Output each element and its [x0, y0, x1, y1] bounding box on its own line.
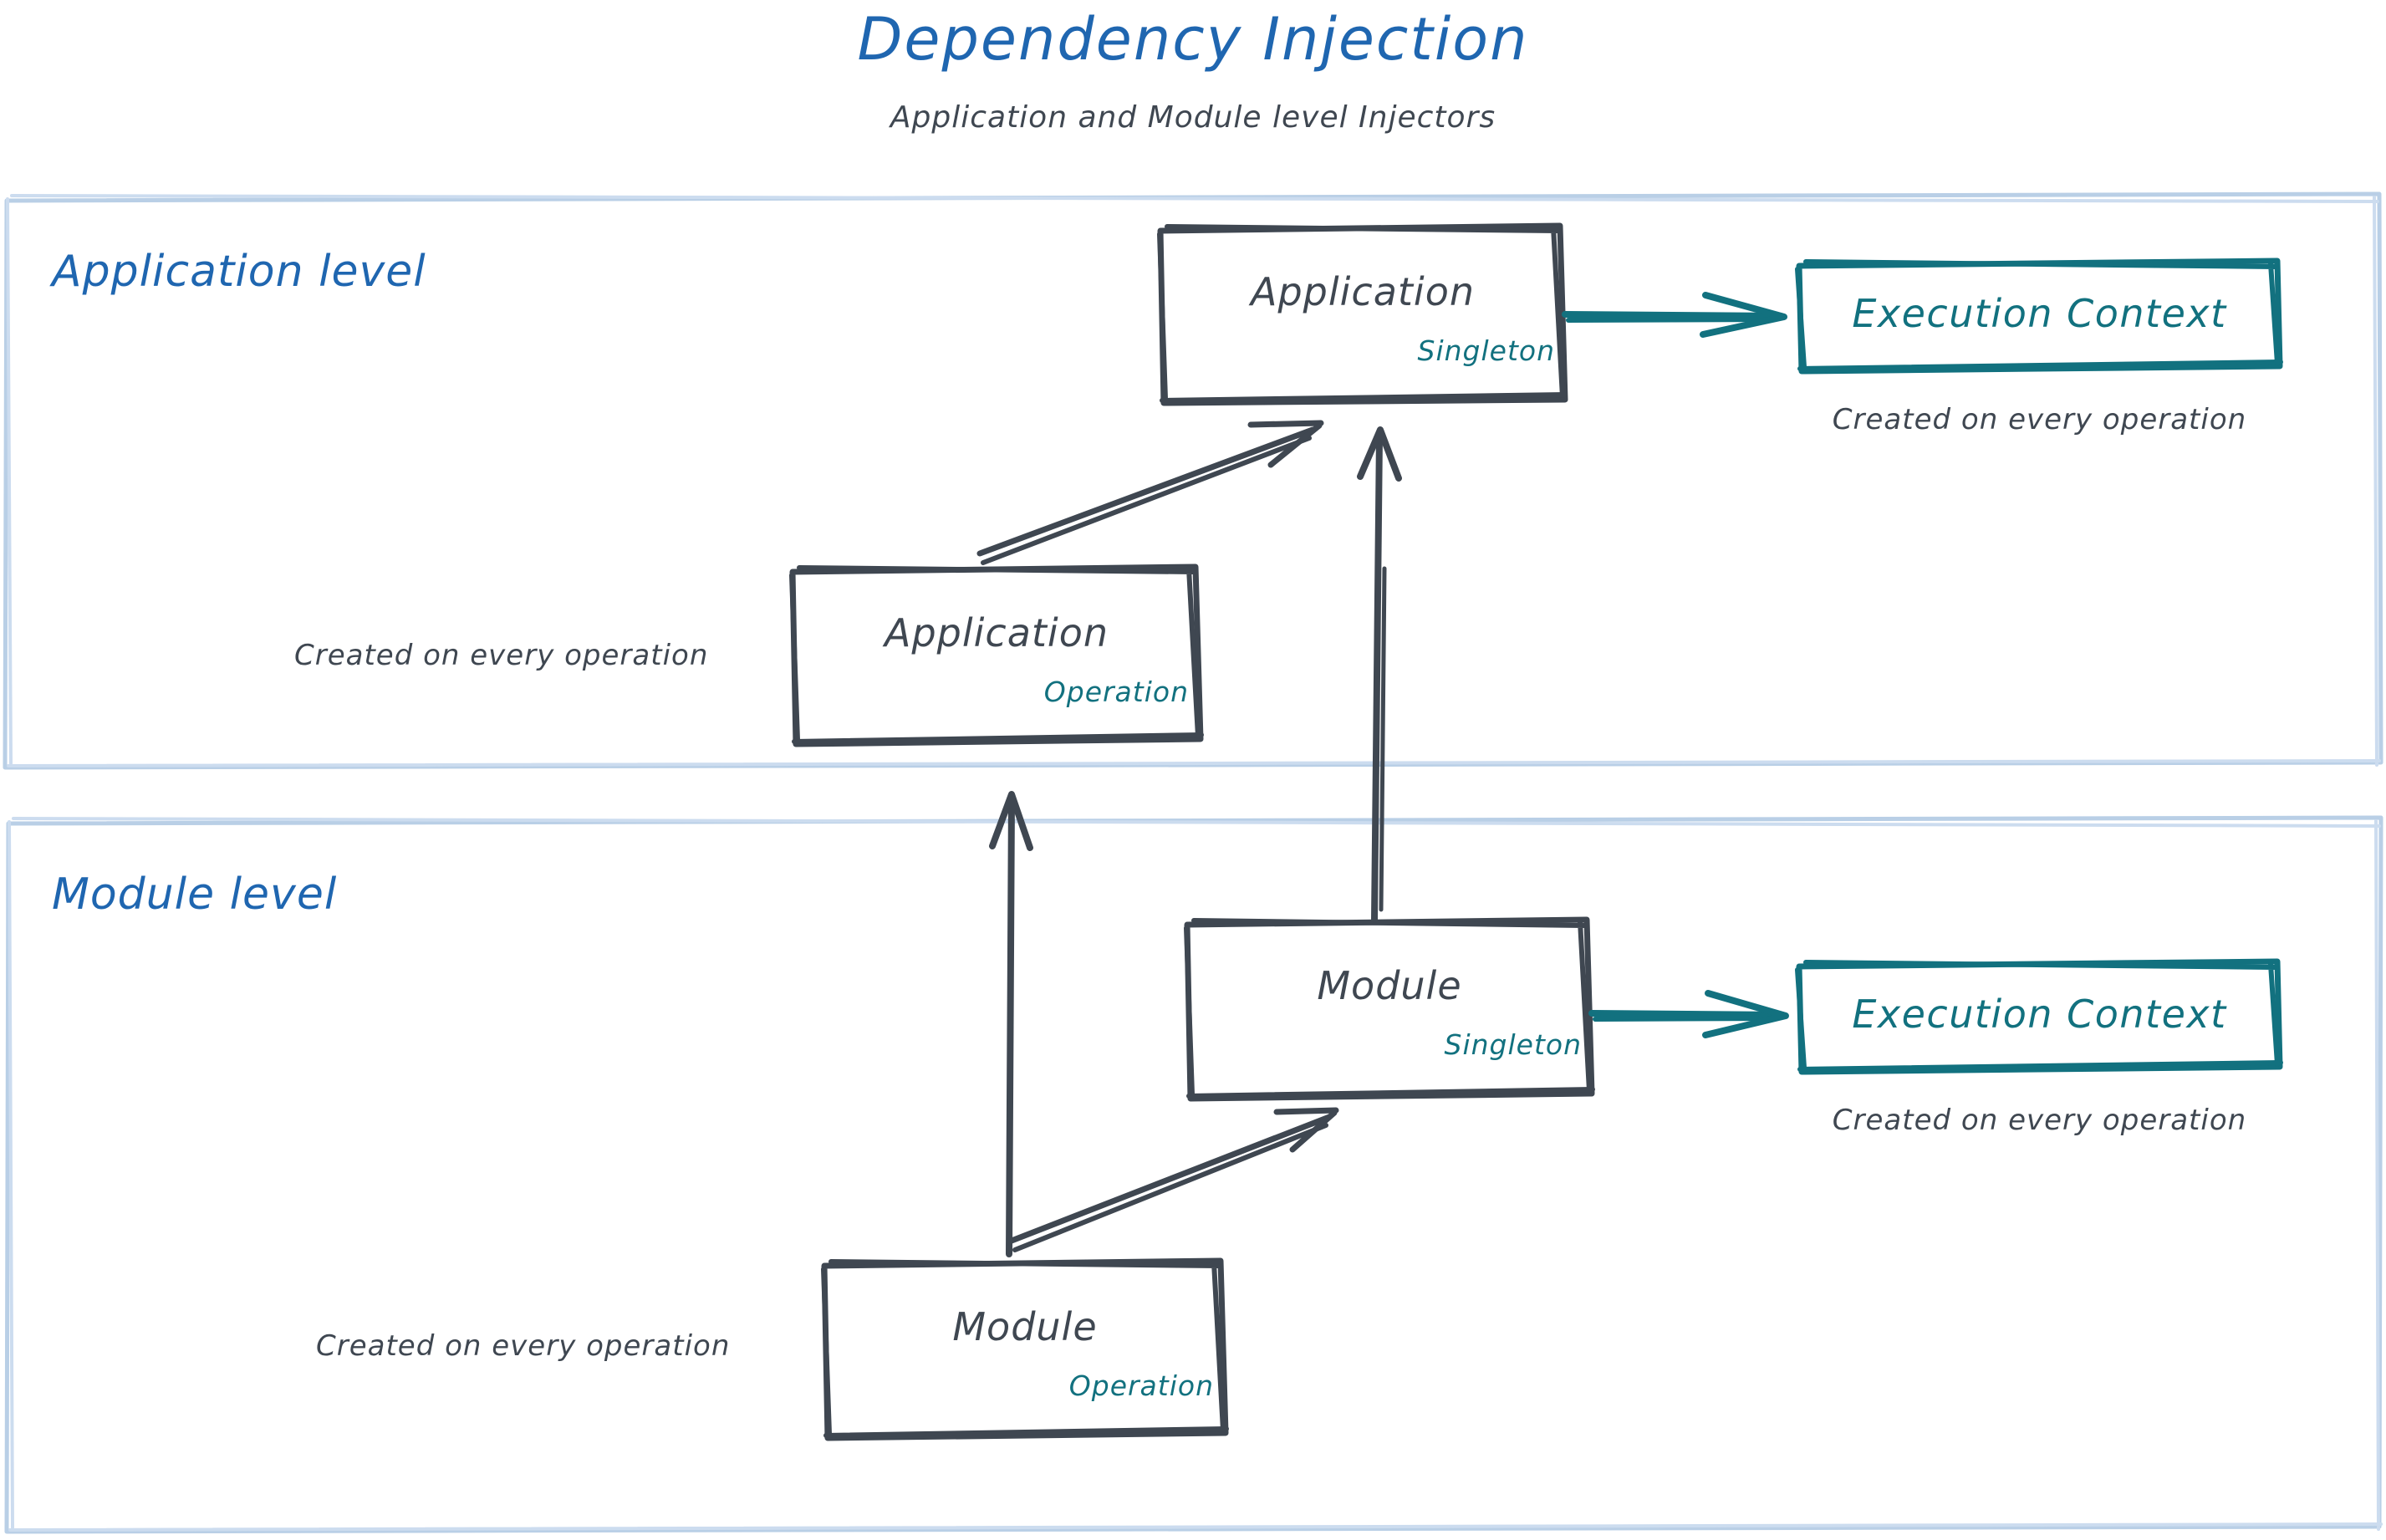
arrow-module-operation-to-module-singleton: [1008, 1107, 1339, 1252]
application-level-label: Application level: [52, 247, 426, 297]
node-module-singleton-badge: Singleton: [1444, 1028, 1582, 1061]
node-module-singleton-title: Module: [1317, 963, 1462, 1008]
arrow-module-singleton-to-application-singleton: [1357, 426, 1402, 923]
module-level-label: Module level: [52, 869, 338, 920]
node-module-singleton[interactable]: Module Singleton: [1187, 920, 1592, 1099]
node-application-operation-title: Application: [884, 610, 1109, 655]
arrow-application-to-execution-context: [1562, 292, 1787, 338]
node-application-operation[interactable]: Application Operation: [793, 567, 1201, 744]
node-execution-context-module-title: Execution Context: [1852, 992, 2227, 1037]
page-subtitle: Application and Module level Injectors: [890, 100, 1496, 135]
node-application-operation-badge: Operation: [1043, 676, 1189, 708]
node-application-singleton[interactable]: Application Singleton: [1160, 226, 1565, 403]
caption-execution-context-application: Created on every operation: [1832, 403, 2247, 436]
node-application-singleton-title: Application: [1250, 269, 1476, 314]
node-module-operation-title: Module: [952, 1304, 1098, 1349]
node-execution-context-module[interactable]: Execution Context: [1799, 961, 2280, 1072]
node-execution-context-application-title: Execution Context: [1852, 291, 2227, 336]
arrow-module-operation-to-application-operation: [989, 791, 1033, 1257]
arrow-application-operation-to-application-singleton: [976, 420, 1324, 565]
node-execution-context-application[interactable]: Execution Context: [1799, 261, 2280, 371]
node-module-operation-badge: Operation: [1068, 1369, 1214, 1402]
caption-module-operation: Created on every operation: [316, 1329, 731, 1363]
caption-application-operation: Created on every operation: [294, 639, 709, 672]
caption-execution-context-module: Created on every operation: [1832, 1104, 2247, 1137]
node-application-singleton-badge: Singleton: [1417, 334, 1555, 367]
page-title: Dependency Injection: [857, 5, 1529, 74]
arrow-module-to-execution-context: [1588, 990, 1789, 1038]
node-module-operation[interactable]: Module Operation: [824, 1261, 1226, 1438]
